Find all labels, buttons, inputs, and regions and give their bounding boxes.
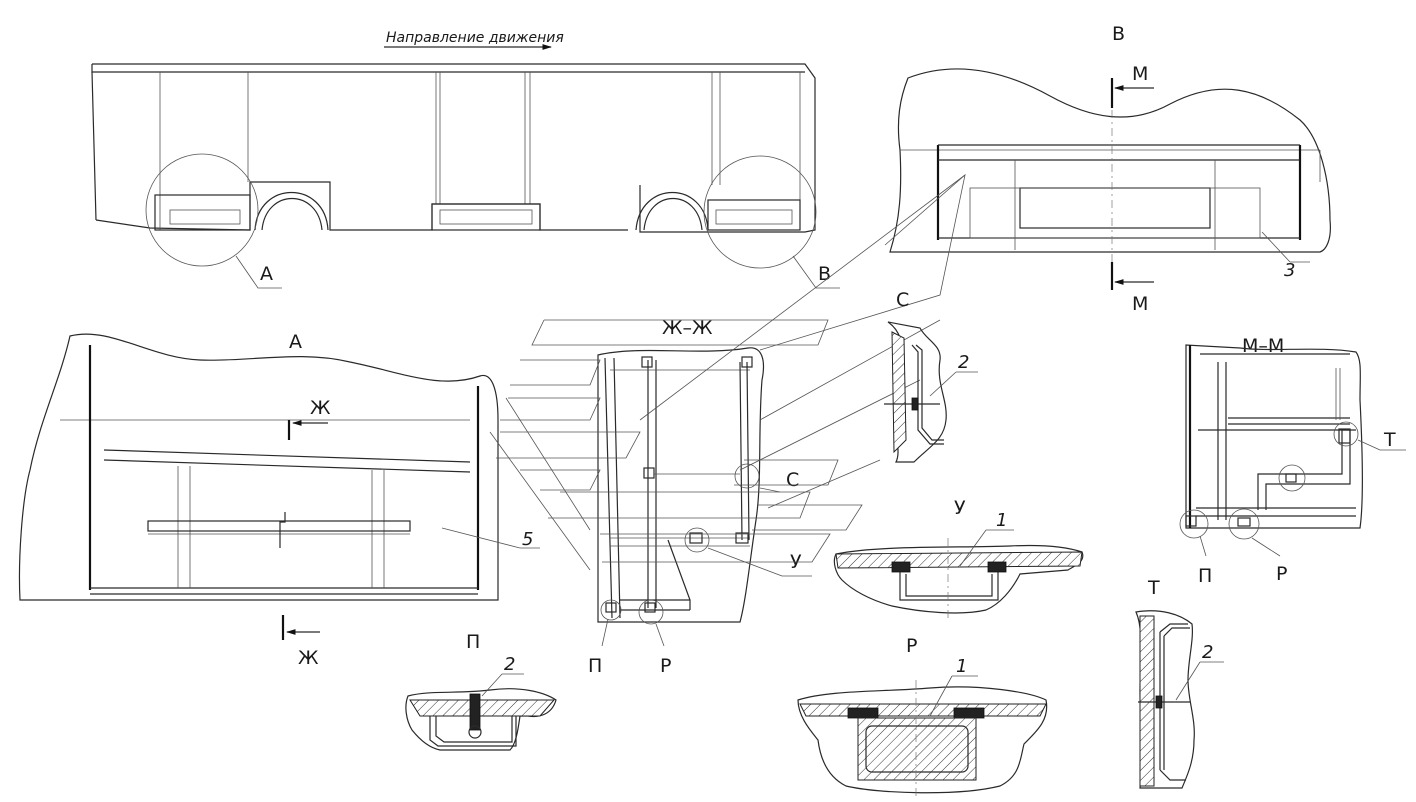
callout-label-b: В [818, 263, 831, 285]
detail-p-part-number: 2 [504, 654, 515, 675]
detail-u: У 1 [833, 497, 1084, 622]
section-zh-callout-r: Р [660, 655, 671, 677]
detail-t-title: Т [1147, 577, 1160, 599]
section-mm-callout-r: Р [1276, 563, 1287, 585]
section-zh-callout-s: С [786, 469, 799, 491]
section-zh-callout-p: П [588, 655, 602, 677]
detail-r-title: Р [906, 635, 917, 657]
direction-indicator: Направление движения [384, 30, 564, 50]
detail-s-part-number: 2 [958, 352, 969, 373]
section-mm-callout-p: П [1198, 565, 1212, 587]
view-a-part-number: 5 [522, 529, 533, 550]
detail-s: 2 [884, 321, 978, 463]
section-mm: М–М Т П Р [1179, 335, 1406, 587]
callout-label-a: А [260, 263, 273, 285]
section-mm-title: М–М [1242, 335, 1284, 357]
view-b: В М М 3 [889, 23, 1331, 315]
detail-t-part-number: 2 [1202, 642, 1213, 663]
detail-r-part-number: 1 [956, 656, 967, 677]
callout-circle-b [703, 155, 817, 269]
bus-overview: А В [91, 63, 840, 289]
section-mm-callout-t: Т [1383, 429, 1396, 451]
view-a-title: А [289, 331, 302, 353]
view-b-section-top: М [1132, 63, 1148, 85]
view-a: А Ж Ж 5 [18, 331, 540, 669]
detail-u-title: У [954, 497, 966, 519]
section-zh: Ж–Ж С У П Р [489, 173, 966, 677]
detail-r: Р 1 [797, 635, 1048, 796]
detail-t: Т 2 [1135, 577, 1224, 789]
detail-u-part-number: 1 [996, 510, 1007, 531]
view-b-section-bottom: М [1132, 293, 1148, 315]
section-zh-title: Ж–Ж [662, 317, 713, 339]
view-b-title: В [1112, 23, 1125, 45]
view-a-section-bottom: Ж [298, 647, 319, 669]
view-a-section-top: Ж [310, 397, 331, 419]
section-zh-callout-s-2: С [896, 289, 909, 311]
detail-p: П 2 [405, 631, 557, 751]
callout-circle-a [145, 153, 259, 267]
view-b-part-number: 3 [1284, 260, 1295, 281]
detail-p-title: П [466, 631, 480, 653]
direction-label: Направление движения [386, 30, 564, 46]
